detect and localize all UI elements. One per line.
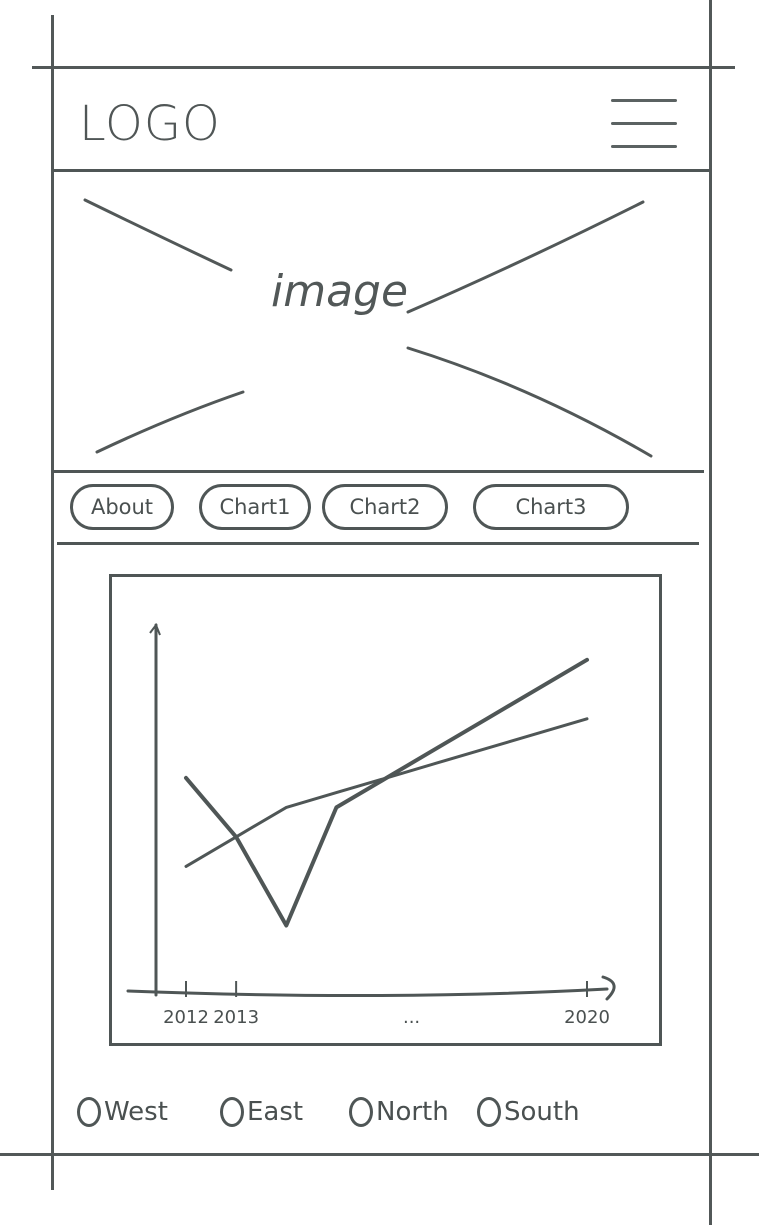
divider <box>53 470 704 473</box>
legend-item-south[interactable]: South <box>477 1092 580 1132</box>
series-line-2 <box>184 717 589 868</box>
y-axis-arrow <box>149 622 161 636</box>
radio-icon[interactable] <box>220 1097 244 1127</box>
guide-line-left <box>51 15 54 1190</box>
menu-bar <box>611 145 677 148</box>
hamburger-menu-icon[interactable] <box>609 94 679 150</box>
x-axis <box>126 987 609 998</box>
hero-image-placeholder: image <box>53 172 710 470</box>
radio-icon[interactable] <box>77 1097 101 1127</box>
image-placeholder-label: image <box>271 266 409 317</box>
header: LOGO <box>53 68 710 172</box>
image-placeholder-icon <box>83 198 653 458</box>
legend-item-east[interactable]: East <box>220 1092 303 1132</box>
guide-line-top <box>32 66 735 69</box>
legend-item-west[interactable]: West <box>77 1092 168 1132</box>
tab-chart2[interactable]: Chart2 <box>322 484 448 530</box>
menu-bar <box>611 122 677 125</box>
divider <box>57 542 699 545</box>
x-tick-label: ... <box>403 1007 420 1028</box>
tab-chart1[interactable]: Chart1 <box>199 484 311 530</box>
x-tick-label: 2020 <box>564 1007 610 1028</box>
tab-about[interactable]: About <box>70 484 174 530</box>
guide-line-right <box>709 0 712 1225</box>
chart-legend: West East North South <box>77 1092 697 1132</box>
x-tick-label: 2012 <box>163 1007 209 1028</box>
legend-label: East <box>247 1097 304 1127</box>
radio-icon[interactable] <box>477 1097 501 1127</box>
phone-frame: LOGO image About Chart1 Chart2 Chart3 20… <box>53 68 710 1154</box>
legend-item-north[interactable]: North <box>349 1092 449 1132</box>
logo[interactable]: LOGO <box>79 96 221 152</box>
x-axis-arrow <box>601 975 616 1001</box>
legend-label: North <box>376 1097 449 1127</box>
guide-line-bottom <box>0 1153 759 1156</box>
x-tick-label: 2013 <box>213 1007 259 1028</box>
menu-bar <box>611 99 677 102</box>
tab-chart3[interactable]: Chart3 <box>473 484 629 530</box>
radio-icon[interactable] <box>349 1097 373 1127</box>
legend-label: South <box>504 1097 580 1127</box>
legend-label: West <box>104 1097 168 1127</box>
series-line-1 <box>184 657 589 928</box>
